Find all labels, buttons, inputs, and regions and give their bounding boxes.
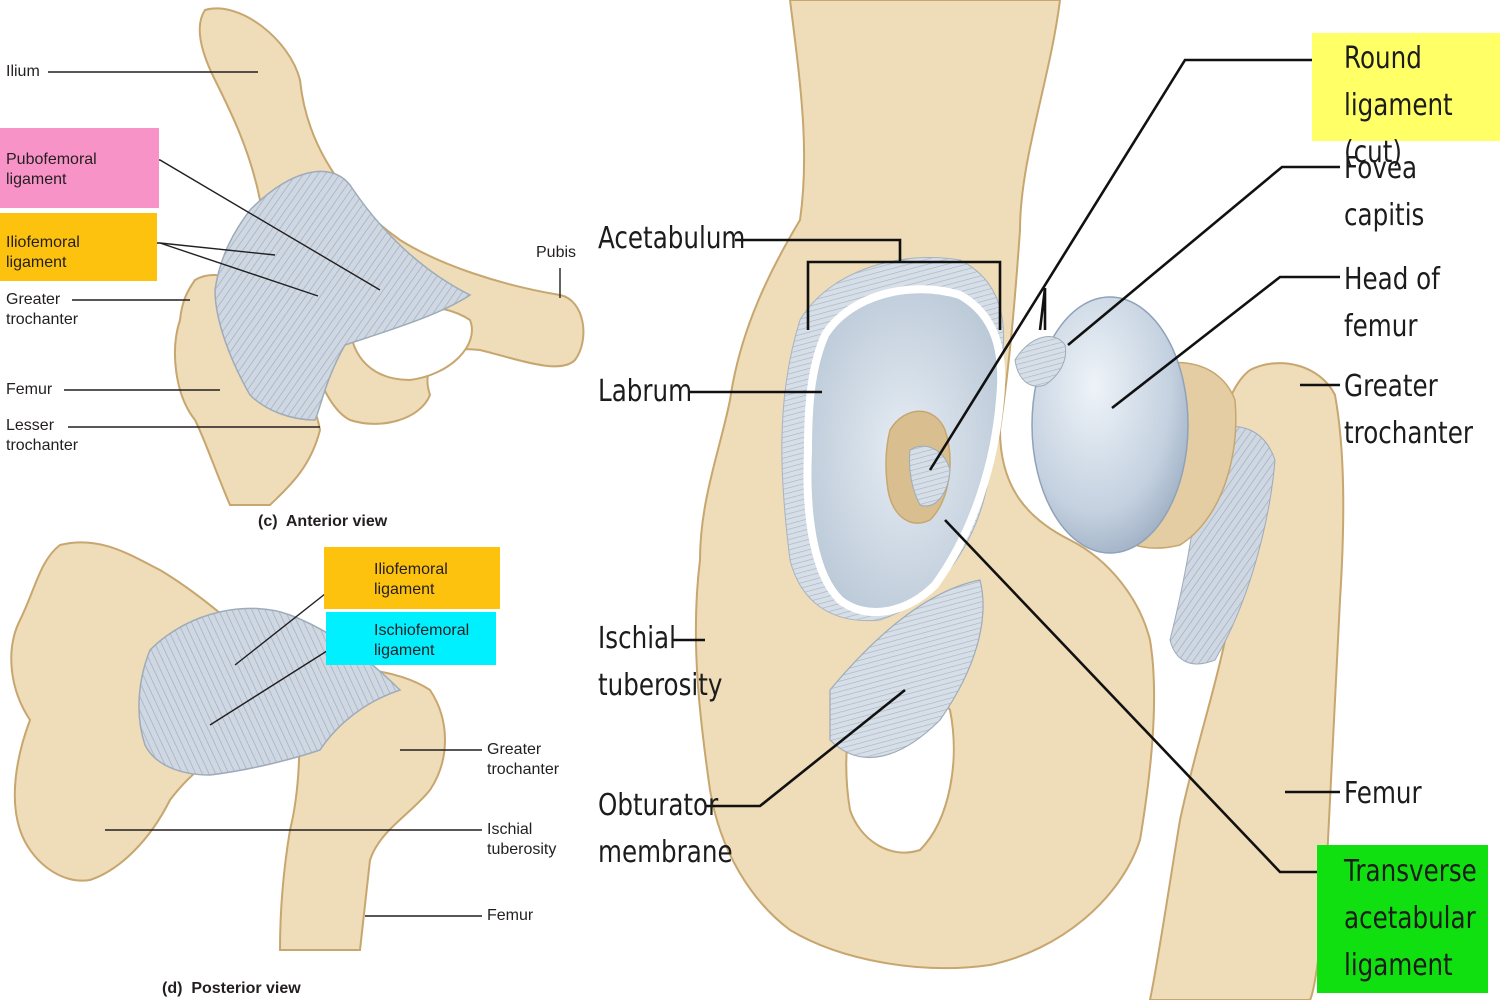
label-transverse-acetabular-ligament: Transverse acetabular ligament	[1344, 854, 1477, 983]
label-greater-trochanter-anterior: Greater trochanter	[6, 291, 79, 328]
transverse-ligament-highlight	[1317, 845, 1488, 993]
anterior-view-drawing	[174, 7, 585, 506]
label-ilium-anterior: Ilium	[6, 63, 40, 80]
round-ligament-highlight	[1312, 33, 1500, 141]
label-ischial-tuberosity-posterior: Ischial tuberosity	[487, 821, 557, 858]
label-femur-posterior: Femur	[487, 907, 534, 924]
label-lesser-trochanter: Lesser trochanter	[6, 417, 79, 454]
label-round-ligament-cut: Round ligament (cut)	[1344, 41, 1453, 170]
label-obturator-membrane: Obturator membrane	[598, 788, 733, 870]
label-iliofemoral-ligament-posterior: Iliofemoral ligament	[374, 561, 448, 598]
lateral-view-drawing	[694, 0, 1345, 1000]
caption-posterior-view: (d) Posterior view	[162, 980, 301, 998]
label-fovea-capitis: Fovea capitis	[1344, 151, 1425, 233]
label-femur-anterior: Femur	[6, 381, 53, 398]
label-iliofemoral-ligament-anterior: Iliofemoral ligament	[6, 234, 80, 271]
posterior-view-drawing	[10, 541, 446, 951]
label-acetabulum: Acetabulum	[598, 221, 746, 256]
anterior-iliofemoral-highlight	[0, 213, 157, 281]
label-greater-trochanter-posterior: Greater trochanter	[487, 741, 560, 778]
anterior-capsule-ligaments	[214, 170, 472, 421]
caption-text-posterior: Posterior view	[191, 980, 301, 997]
round-ligament-stump	[909, 445, 951, 507]
lateral-obturator-membrane	[829, 579, 984, 758]
round-ligament-cut-end	[1014, 336, 1067, 387]
head-of-femur	[1031, 296, 1189, 554]
ischiofemoral-highlight	[326, 612, 496, 665]
label-ischiofemoral-ligament: Ischiofemoral ligament	[374, 622, 470, 659]
caption-letter-c: (c)	[258, 513, 278, 530]
leader-lines-lateral	[672, 58, 1340, 874]
pubofemoral-highlight	[0, 128, 159, 208]
label-labrum: Labrum	[598, 374, 693, 409]
label-greater-trochanter-lateral: Greater trochanter	[1344, 369, 1473, 451]
label-pubis: Pubis	[536, 244, 577, 261]
label-head-of-femur: Head of femur	[1344, 262, 1440, 344]
label-pubofemoral-ligament: Pubofemoral ligament	[6, 151, 97, 188]
caption-letter-d: (d)	[162, 980, 183, 997]
lateral-capsule-fringe	[1169, 425, 1276, 665]
posterior-iliofemoral-highlight	[324, 547, 500, 609]
caption-anterior-view: (c) Anterior view	[258, 513, 387, 531]
caption-text-anterior: Anterior view	[285, 513, 388, 530]
label-ischial-tuberosity-lateral: Ischial tuberosity	[598, 621, 723, 703]
label-femur-lateral: Femur	[1344, 776, 1422, 811]
